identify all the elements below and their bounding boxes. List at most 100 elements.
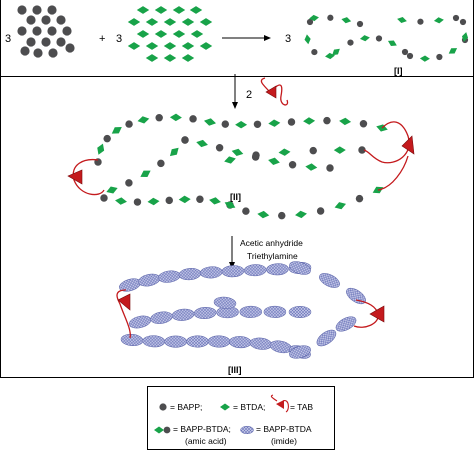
tab-linker: [116, 289, 131, 339]
btda-unit: [397, 16, 407, 24]
bapp-unit: [62, 26, 72, 36]
imide-unit: [178, 268, 202, 281]
legend-btda: = BTDA;: [233, 402, 265, 412]
bapp-unit: [196, 195, 204, 203]
tab-coefficient: 2: [246, 89, 252, 101]
bapp-unit: [278, 211, 286, 220]
bapp-unit: [47, 5, 57, 15]
bapp-unit: [26, 15, 36, 25]
btda-unit: [136, 30, 150, 38]
bapp-unit: [125, 120, 133, 128]
legend-amic-acid-icon: [154, 426, 171, 434]
legend-bapp: = BAPP;: [170, 402, 202, 412]
btda-unit: [209, 197, 221, 205]
bapp-unit: [33, 48, 43, 58]
label-II: [II]: [230, 192, 241, 202]
bapp-unit: [253, 120, 262, 129]
bapp-unit: [41, 15, 51, 25]
btda-unit: [303, 117, 316, 125]
bapp-unit: [356, 20, 364, 28]
bapp-unit: [355, 194, 364, 203]
btda-unit: [172, 6, 186, 14]
legend-btda-icon: [220, 403, 230, 411]
btda-unit: [145, 42, 159, 50]
btda-unit: [178, 195, 191, 204]
btda-unit: [190, 30, 204, 38]
label-III: [III]: [228, 365, 242, 375]
imide-unit: [186, 335, 209, 348]
bapp-unit: [287, 118, 296, 126]
btda-unit: [169, 147, 179, 157]
bapp-unit: [125, 179, 133, 187]
imide-unit: [138, 273, 161, 287]
btda-unit: [172, 30, 186, 38]
btda-unit: [359, 35, 370, 42]
legend-box: [147, 386, 335, 450]
imide-unit: [164, 335, 187, 348]
btda-unit: [154, 6, 168, 14]
reagent-triethylamine: Triethylamine: [247, 251, 298, 261]
legend-imide-sub: (imide): [271, 436, 297, 446]
bapp-unit: [47, 26, 57, 36]
bapp-unit: [417, 18, 424, 25]
btda-unit: [163, 54, 177, 62]
tab-triangle-icon: [265, 85, 277, 99]
btda-unit: [169, 113, 182, 122]
imide-unit: [128, 315, 152, 329]
btda-unit: [127, 18, 141, 26]
legend-bapp-icon: [159, 403, 167, 411]
imide-unit: [150, 311, 173, 324]
imide-unit: [289, 261, 311, 275]
bapp-unit: [221, 120, 230, 128]
bapp-unit: [133, 198, 142, 206]
imide-unit: [142, 335, 166, 348]
legend-amic-acid-sub: (amic acid): [185, 436, 227, 446]
btda-unit: [305, 163, 318, 171]
btda-unit: [145, 18, 159, 26]
tab-unit: [67, 169, 83, 185]
macrocycle-II: [67, 113, 415, 220]
bapp-unit: [41, 37, 51, 47]
bapp-unit: [406, 52, 414, 60]
btda-unit: [196, 139, 208, 148]
bapp-unit: [100, 194, 108, 202]
btda-unit: [140, 170, 151, 177]
bapp-unit: [26, 37, 36, 47]
btda-unit: [334, 202, 347, 210]
bapp-unit: [326, 164, 334, 172]
bapp-unit: [323, 116, 331, 125]
bapp-unit: [359, 120, 368, 128]
bapp-unit: [401, 48, 409, 56]
btda-unit: [106, 186, 118, 194]
bapp-unit: [165, 196, 173, 205]
bapp-unit: [181, 136, 189, 144]
bapp-unit: [32, 5, 42, 15]
bapp-unit: [288, 161, 297, 169]
bapp-unit: [65, 43, 75, 53]
tab-unit: [401, 135, 415, 155]
legend-imide-icon: [240, 425, 254, 435]
bapp-coefficient: 3: [5, 33, 11, 45]
btda-unit: [199, 18, 213, 26]
imide-unit: [266, 263, 289, 276]
btda-unit: [204, 118, 216, 126]
imide-unit: [207, 335, 231, 348]
product-coefficient: 3: [285, 33, 291, 45]
imide-unit: [200, 266, 223, 279]
legend-amic-acid: = BAPP-BTDA;: [173, 424, 231, 434]
reaction-arrow-3: [229, 236, 235, 269]
legend-tab: = TAB: [290, 402, 313, 412]
imide-unit: [249, 337, 273, 350]
btda-unit: [339, 117, 352, 126]
btda-unit: [163, 42, 177, 50]
bapp-unit: [327, 14, 334, 21]
bapp-unit: [56, 15, 66, 25]
btda-unit: [231, 148, 244, 156]
tab-linker: [363, 121, 410, 164]
btda-unit: [224, 156, 236, 164]
macrocycle-III: [116, 261, 385, 359]
imide-unit: [171, 308, 195, 321]
imide-unit: [228, 336, 252, 349]
btda-unit: [111, 127, 122, 134]
